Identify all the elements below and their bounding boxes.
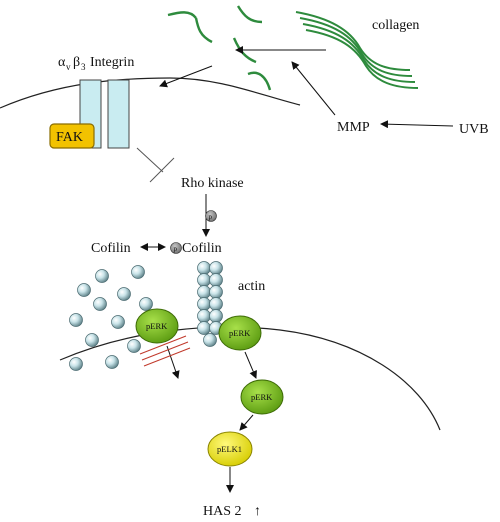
fak-box: FAK — [49, 123, 95, 149]
mmp-label: MMP — [337, 120, 370, 135]
phospho-p-marker-1: p — [205, 210, 217, 222]
perk-node-1: pERK — [135, 308, 179, 344]
svg-text:3: 3 — [81, 62, 86, 72]
actin-filament — [197, 261, 223, 347]
svg-text:Integrin: Integrin — [90, 55, 134, 70]
top-cell-membrane — [0, 77, 301, 109]
svg-text:α: α — [58, 55, 66, 70]
actin-label: actin — [238, 279, 265, 294]
cofilin-right-label: Cofilin — [182, 241, 222, 256]
svg-text:pERK: pERK — [229, 328, 251, 338]
arrow-uvb-to-mmp — [380, 120, 454, 129]
pelk1-node: pELK1 — [207, 431, 253, 467]
rho-kinase-label: Rho kinase — [181, 176, 244, 191]
inhibition-integrin-rho — [136, 147, 175, 183]
svg-text:pELK1: pELK1 — [217, 444, 242, 454]
svg-text:β: β — [73, 55, 80, 70]
integrin-label: α v β 3 Integrin — [58, 55, 134, 72]
arrow-perk3-to-pelk1 — [239, 414, 254, 431]
free-actin-monomers — [69, 265, 153, 371]
perk-node-3: pERK — [240, 379, 284, 415]
arrow-perk1-down — [166, 345, 180, 379]
phospho-p-marker-2: p — [170, 242, 182, 254]
svg-text:p: p — [209, 213, 213, 221]
cofilin-left-label: Cofilin — [91, 241, 131, 256]
svg-text:v: v — [66, 62, 71, 72]
uvb-label: UVB — [459, 122, 489, 137]
has2-label: HAS 2 — [203, 504, 242, 519]
arrow-mmp-to-collagen — [291, 61, 336, 116]
bottom-cell-membrane — [59, 326, 441, 431]
collagen-fibers — [295, 11, 419, 89]
collagen-label: collagen — [372, 18, 419, 33]
arrow-perk2-to-perk3 — [244, 351, 257, 379]
perk-node-2: pERK — [218, 315, 262, 351]
has2-up-arrow: ↑ — [254, 504, 261, 519]
inhibition-marks — [139, 335, 191, 367]
svg-text:pERK: pERK — [146, 321, 168, 331]
collagen-fragments — [167, 5, 272, 91]
arrow-fragments-to-integrin — [159, 65, 213, 88]
svg-text:FAK: FAK — [56, 130, 83, 145]
svg-text:p: p — [174, 245, 178, 253]
svg-text:pERK: pERK — [251, 392, 273, 402]
